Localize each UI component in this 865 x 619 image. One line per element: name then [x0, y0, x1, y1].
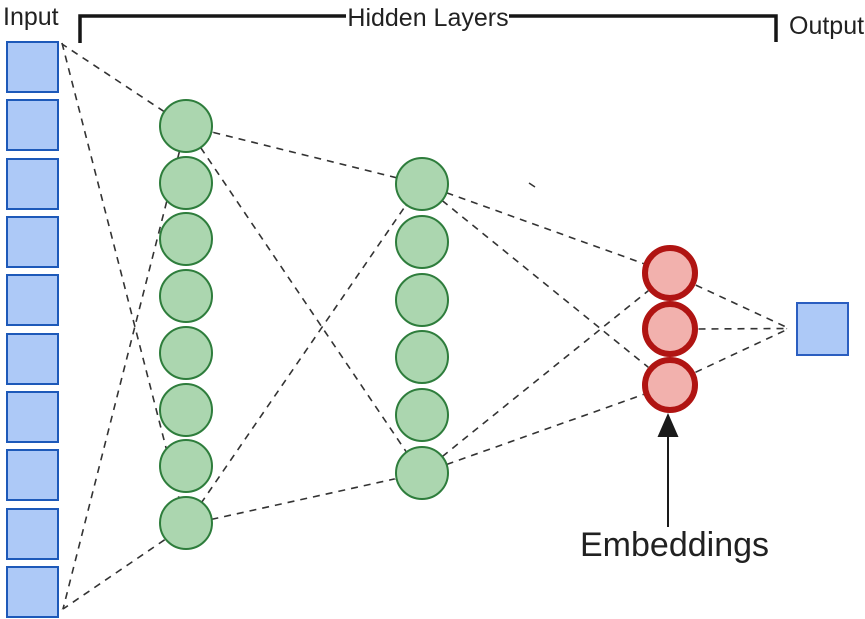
input-node-5 — [6, 274, 59, 326]
stray-mark — [528, 182, 536, 188]
hidden-1-node-1 — [159, 99, 213, 153]
input-node-2 — [6, 99, 59, 151]
hidden-1-node-5 — [159, 326, 213, 380]
connector-line — [61, 42, 181, 500]
embeddings-node-2 — [642, 301, 698, 357]
input-node-6 — [6, 333, 59, 385]
embeddings-label: Embeddings — [580, 526, 770, 564]
connector-line — [214, 133, 397, 179]
input-node-3 — [6, 158, 59, 210]
input-node-10 — [6, 566, 59, 618]
output-label: Output — [789, 12, 865, 40]
hidden-2-node-1 — [395, 157, 449, 211]
connector-line — [446, 393, 644, 466]
hidden-2-node-4 — [395, 330, 449, 384]
hidden-1-node-3 — [159, 212, 213, 266]
connector-line — [441, 199, 649, 368]
hidden-1-node-8 — [159, 496, 213, 550]
hidden-1-node-2 — [159, 156, 213, 210]
output-node-1 — [796, 302, 849, 356]
embeddings-node-1 — [642, 245, 698, 301]
hidden-2-node-3 — [395, 273, 449, 327]
input-node-8 — [6, 449, 59, 501]
hidden-layers-bracket — [78, 14, 778, 43]
connector-line — [698, 327, 787, 330]
input-label: Input — [3, 3, 59, 31]
hidden-2-node-2 — [395, 215, 449, 269]
embeddings-node-3 — [642, 357, 698, 413]
connector-line — [695, 329, 787, 374]
input-node-1 — [6, 41, 59, 93]
embeddings-arrowhead — [657, 413, 679, 437]
connector-line — [441, 290, 649, 458]
embeddings-arrow — [657, 413, 679, 527]
input-node-7 — [6, 391, 59, 443]
connector-line — [211, 479, 394, 521]
hidden-layers-label: Hidden Layers — [347, 4, 509, 33]
hidden-2-node-5 — [395, 388, 449, 442]
connector-line — [62, 44, 165, 113]
hidden-1-node-6 — [159, 383, 213, 437]
hidden-2-node-6 — [395, 446, 449, 500]
connector-lines — [61, 42, 787, 610]
connector-line — [62, 151, 181, 610]
hidden-1-node-7 — [159, 439, 213, 493]
connector-line — [199, 147, 406, 452]
connector-line — [200, 206, 406, 505]
connector-line — [446, 191, 644, 265]
input-node-9 — [6, 508, 59, 560]
connector-line — [695, 284, 787, 328]
input-node-4 — [6, 216, 59, 268]
connector-line — [63, 539, 166, 609]
hidden-1-node-4 — [159, 269, 213, 323]
